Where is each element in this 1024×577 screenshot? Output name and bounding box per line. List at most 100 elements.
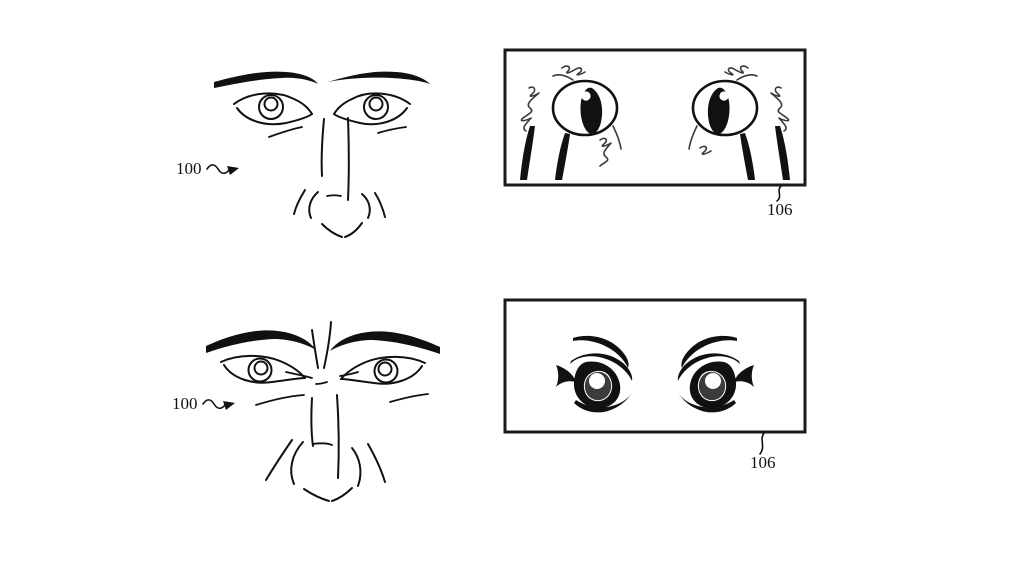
row-top: 100 xyxy=(176,48,807,238)
stylized-left-lash-inner xyxy=(555,133,570,180)
right-eye-lower-lid xyxy=(333,107,408,126)
nose-base-left-angry xyxy=(303,488,330,502)
left-pupil xyxy=(263,96,279,112)
anime-left-upper-lid xyxy=(570,353,633,381)
reference-label-106-bottom: 106 xyxy=(750,432,776,472)
leader-arrowhead-top xyxy=(227,166,239,175)
stylized-right-eye-top xyxy=(691,79,790,180)
nose-left-nostril-arc xyxy=(308,191,319,219)
left-iris xyxy=(258,94,284,120)
right-iris xyxy=(363,94,389,120)
reference-number-106-top-text: 106 xyxy=(767,200,793,219)
nose-bridge-right xyxy=(347,117,350,201)
nose-base-left xyxy=(321,223,343,238)
reference-number-100-top-text: 100 xyxy=(176,159,202,178)
nose-bridge-left xyxy=(320,118,325,177)
sketch-squiggle-top-left-a xyxy=(561,65,586,76)
frown-line-knot xyxy=(315,381,328,385)
sketch-stroke-left-cheek xyxy=(612,125,622,150)
right-eyebrow xyxy=(328,71,430,84)
left-eyebrow-angry xyxy=(206,330,316,353)
leader-line-wavy-top xyxy=(206,164,230,175)
reference-number-100-bottom-text: 100 xyxy=(172,394,198,413)
sketch-squiggle-left-lower xyxy=(599,137,612,167)
stylized-left-lash-outer xyxy=(520,126,535,180)
anime-right-iris xyxy=(689,361,737,409)
stylized-eyes-panel-neutral: 106 xyxy=(503,48,807,219)
stylized-right-pupil-highlight xyxy=(719,91,729,101)
nose-right-wing xyxy=(374,192,386,218)
reference-label-106-top: 106 xyxy=(767,185,793,219)
nose-bridge-left-angry xyxy=(310,397,314,447)
nose-left-tip-hint-angry xyxy=(312,442,333,446)
right-pupil-angry xyxy=(377,361,393,377)
anime-left-iris xyxy=(573,361,621,409)
anime-right-eye xyxy=(677,335,754,413)
right-eyebrow-angry xyxy=(330,331,440,354)
sketch-squiggle-top-right-a xyxy=(724,65,749,76)
left-eye-upper-lid-angry xyxy=(220,354,306,379)
panel-frame-bottom xyxy=(503,298,807,434)
anime-left-eye xyxy=(556,335,633,413)
nose-left-tip-hint xyxy=(326,194,342,197)
leader-line-wavy-bottom xyxy=(202,399,226,410)
sketch-squiggle-top-right-b xyxy=(736,73,758,81)
reference-number-106-bottom-text: 106 xyxy=(750,453,776,472)
anime-left-lower-lid xyxy=(574,392,632,413)
row-bottom: 100 xyxy=(172,298,807,502)
right-under-eye-crease-angry xyxy=(389,393,429,403)
sketch-squiggle-right-side xyxy=(770,86,790,132)
reference-label-100-bottom: 100 xyxy=(172,394,235,413)
angry-face-drawing: 100 xyxy=(172,321,440,502)
sketch-squiggle-left-side xyxy=(520,86,540,132)
frown-line-radial-right xyxy=(339,371,359,377)
stylized-right-lash-inner xyxy=(740,133,755,180)
neutral-face-drawing: 100 xyxy=(176,71,430,238)
panel-frame-top xyxy=(503,48,807,187)
anime-right-outer-lash xyxy=(734,365,754,387)
frown-line-center xyxy=(323,321,332,369)
left-eye-upper-lid xyxy=(233,92,313,115)
nose-right-nostril-arc xyxy=(361,193,371,219)
right-pupil xyxy=(368,96,384,112)
anime-right-upper-lid xyxy=(677,353,740,381)
right-under-eye-crease xyxy=(377,126,407,134)
left-eye-lower-lid xyxy=(236,107,313,126)
nose-base-right xyxy=(344,222,363,238)
leader-line-106-top xyxy=(776,185,782,202)
reference-label-100-top: 100 xyxy=(176,159,239,178)
right-eye-upper-lid xyxy=(333,92,411,115)
right-eye-upper-lid-angry xyxy=(340,355,426,380)
sketch-squiggle-right-lower xyxy=(699,145,712,156)
left-eye-lower-lid-angry xyxy=(223,364,306,384)
nose-left-wing-angry xyxy=(265,439,293,481)
nose-left-wing xyxy=(293,189,306,215)
leader-arrowhead-bottom xyxy=(223,401,235,410)
sketch-squiggle-top-left-b xyxy=(552,73,574,81)
sketch-stroke-right-cheek xyxy=(688,125,698,150)
left-under-eye-crease-angry xyxy=(255,394,305,406)
right-eye-lower-lid-angry xyxy=(340,365,423,385)
leader-line-106-bottom xyxy=(759,432,765,455)
anime-right-iris-highlight xyxy=(705,373,721,389)
nose-right-nostril-arc-angry xyxy=(351,447,362,487)
nose-right-wing-angry xyxy=(367,443,386,483)
nose-left-nostril-arc-angry xyxy=(290,441,304,485)
stylized-left-pupil-highlight xyxy=(581,91,591,101)
left-iris-angry xyxy=(247,357,273,383)
left-pupil-angry xyxy=(253,360,269,376)
frown-line-radial-left xyxy=(285,371,313,379)
anime-left-outer-lash xyxy=(556,365,576,387)
anime-left-brow xyxy=(573,335,629,368)
anime-right-brow xyxy=(681,335,737,368)
stylized-eyes-panel-angry: 106 xyxy=(503,298,807,472)
left-eyebrow xyxy=(214,71,318,88)
anime-left-iris-highlight xyxy=(589,373,605,389)
frown-line-left xyxy=(311,329,319,369)
stylized-left-eye-outline xyxy=(551,79,619,137)
stylized-right-lash-outer xyxy=(775,126,790,180)
right-iris-angry xyxy=(373,358,399,384)
left-under-eye-crease xyxy=(268,126,303,138)
nose-base-right-angry xyxy=(331,487,353,502)
